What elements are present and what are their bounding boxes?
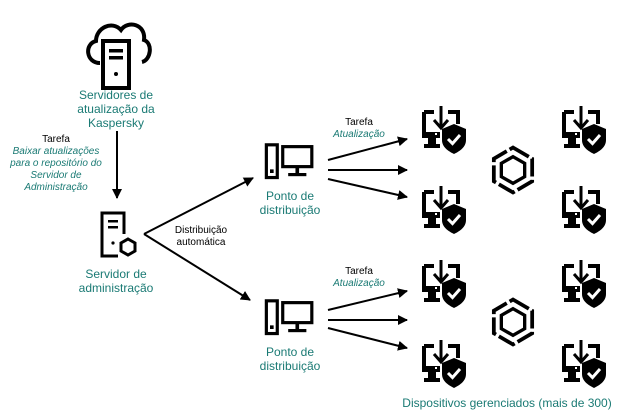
update-task-bottom-label: Tarefa Atualização: [320, 266, 398, 290]
desktop-computer-icon: [264, 299, 314, 336]
hexagon-icon: [491, 297, 535, 347]
label-line: automática: [176, 237, 226, 248]
managed-device-icon: [420, 106, 468, 154]
managed-device-icon: [420, 340, 468, 388]
label-line: Servidores de: [78, 88, 154, 102]
edge-update-top-3: [327, 178, 408, 200]
task-desc-line: Administração: [24, 182, 88, 193]
dist-point-bottom-label: Ponto de distribuição: [250, 345, 330, 373]
edge-update-bottom-1: [327, 288, 408, 311]
update-task-top-label: Tarefa Atualização: [320, 117, 398, 141]
label-line: Kaspersky: [87, 116, 145, 130]
edge-update-top-1: [327, 136, 408, 161]
task-title: Tarefa: [345, 117, 373, 128]
admin-server-label: Servidor de administração: [66, 267, 166, 295]
task-title: Tarefa: [345, 266, 373, 277]
managed-device-icon: [560, 186, 608, 234]
task-desc-line: para o repositório do: [10, 158, 102, 169]
update-servers-label: Servidores de atualização da Kaspersky: [66, 88, 166, 130]
managed-device-icon: [560, 340, 608, 388]
desktop-computer-icon: [264, 143, 314, 180]
task-title: Tarefa: [42, 134, 70, 145]
managed-device-icon: [560, 106, 608, 154]
managed-device-icon: [560, 260, 608, 308]
label-line: distribuição: [259, 359, 321, 373]
hexagon-icon: [491, 145, 535, 195]
dist-point-top-label: Ponto de distribuição: [250, 189, 330, 217]
download-task-label: Tarefa Baixar atualizações para o reposi…: [2, 134, 110, 194]
managed-devices-label: Dispositivos gerenciados (mais de 300): [402, 396, 612, 410]
server-shield-icon: [100, 211, 137, 258]
managed-device-icon: [420, 260, 468, 308]
label-line: Servidor de: [85, 267, 147, 281]
cloud-server-icon: [86, 22, 152, 90]
task-desc: Atualização: [333, 129, 385, 140]
label-line: distribuição: [259, 203, 321, 217]
label-line: Distribuição: [174, 225, 228, 236]
label-line: atualização da: [77, 102, 155, 116]
auto-distribution-label: Distribuição automática: [166, 225, 236, 249]
task-desc: Atualização: [333, 278, 385, 289]
label-line: Ponto de: [265, 345, 315, 359]
task-desc-line: Servidor de: [30, 170, 82, 181]
label-line: administração: [78, 281, 154, 295]
edge-update-bottom-3: [327, 327, 408, 351]
edge-auto-dist-bottom: [143, 233, 251, 301]
edge-auto-dist-top: [143, 177, 254, 235]
task-desc-line: Baixar atualizações: [12, 146, 100, 157]
managed-device-icon: [420, 186, 468, 234]
label-line: Ponto de: [265, 189, 315, 203]
